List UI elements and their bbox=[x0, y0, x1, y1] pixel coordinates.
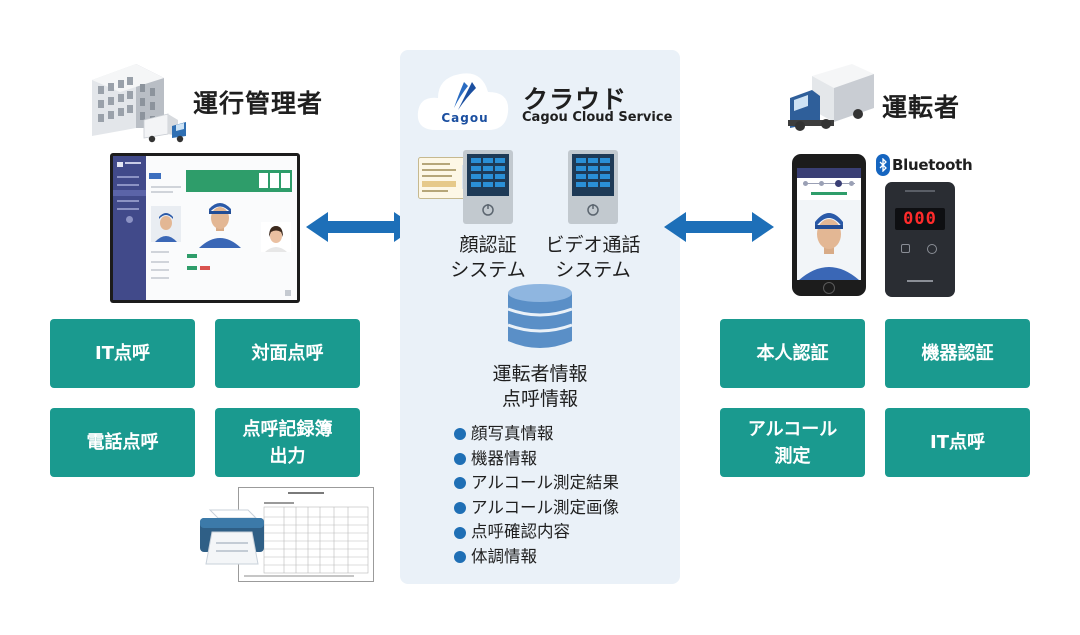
info-item-label: 体調情報 bbox=[471, 546, 537, 566]
bluetooth-label: Bluetooth bbox=[892, 156, 973, 174]
stored-info-list: 顔写真情報 機器情報 アルコール測定結果 アルコール測定画像 点呼確認内容 体調… bbox=[454, 422, 619, 570]
list-item: 点呼確認内容 bbox=[454, 520, 619, 545]
function-record-output: 点呼記録簿 出力 bbox=[215, 408, 360, 477]
function-label: 対面点呼 bbox=[251, 343, 324, 364]
face-recognition-system-label: 顔認証 システム bbox=[450, 234, 526, 281]
breathalyzer-icon: 000 bbox=[885, 182, 955, 297]
server-icon bbox=[463, 150, 513, 224]
cloud-icon bbox=[417, 73, 509, 130]
bullet-dot bbox=[454, 551, 466, 564]
driver-title: 運転者 bbox=[882, 93, 961, 122]
list-item: 体調情報 bbox=[454, 545, 619, 570]
smartphone-screen bbox=[797, 168, 861, 280]
function-alcohol-measurement: アルコール 測定 bbox=[720, 408, 865, 477]
function-identity-auth: 本人認証 bbox=[720, 319, 865, 388]
bullet-dot bbox=[454, 452, 466, 465]
printer-icon bbox=[200, 509, 264, 565]
cloud-driver-arrow bbox=[664, 212, 774, 242]
function-it-tenko: IT点呼 bbox=[50, 319, 195, 388]
manager-title: 運行管理者 bbox=[193, 89, 324, 118]
cloud-logo-text: Cagou bbox=[441, 111, 489, 125]
breathalyzer-reading: 000 bbox=[903, 209, 937, 229]
function-phone-tenko: 電話点呼 bbox=[50, 408, 195, 477]
cloud-subtitle: Cagou Cloud Service bbox=[522, 110, 673, 125]
bullet-dot bbox=[454, 502, 466, 515]
small-truck-icon bbox=[143, 113, 186, 143]
database-label: 運転者情報 点呼情報 bbox=[492, 363, 588, 410]
info-item-label: 機器情報 bbox=[471, 448, 537, 468]
bullet-dot bbox=[454, 526, 466, 539]
list-item: 機器情報 bbox=[454, 447, 619, 472]
function-face-to-face-tenko: 対面点呼 bbox=[215, 319, 360, 388]
delivery-truck-icon bbox=[788, 64, 874, 131]
list-item: 顔写真情報 bbox=[454, 422, 619, 447]
function-device-auth: 機器認証 bbox=[885, 319, 1030, 388]
list-item: アルコール測定結果 bbox=[454, 471, 619, 496]
info-item-label: 顔写真情報 bbox=[471, 424, 554, 443]
function-driver-it-tenko: IT点呼 bbox=[885, 408, 1030, 477]
manager-cloud-arrow bbox=[306, 212, 416, 242]
function-label: IT点呼 bbox=[95, 343, 150, 364]
function-label: 電話点呼 bbox=[86, 432, 159, 453]
breathalyzer-display: 000 bbox=[895, 208, 945, 230]
cloud-title: クラウド bbox=[523, 85, 628, 114]
video-call-system-label: ビデオ通話 システム bbox=[545, 234, 641, 281]
info-item-label: アルコール測定画像 bbox=[471, 497, 620, 517]
bluetooth-icon bbox=[876, 154, 890, 176]
smartphone-icon bbox=[792, 154, 866, 296]
info-item-label: アルコール測定結果 bbox=[471, 473, 620, 493]
management-screen bbox=[113, 156, 297, 300]
database-icon bbox=[507, 284, 573, 348]
bluetooth-badge: Bluetooth bbox=[876, 154, 973, 176]
bullet-dot bbox=[454, 428, 466, 441]
function-label: 本人認証 bbox=[756, 343, 829, 364]
function-label: IT点呼 bbox=[930, 432, 985, 453]
list-item: アルコール測定画像 bbox=[454, 496, 619, 521]
server-icon bbox=[568, 150, 618, 224]
bullet-dot bbox=[454, 477, 466, 490]
management-monitor bbox=[110, 153, 300, 303]
info-item-label: 点呼確認内容 bbox=[471, 522, 570, 542]
function-label: 点呼記録簿 出力 bbox=[242, 418, 333, 467]
function-label: 機器認証 bbox=[921, 343, 994, 364]
function-label: アルコール 測定 bbox=[747, 418, 838, 467]
screen-sidebar bbox=[113, 156, 146, 300]
